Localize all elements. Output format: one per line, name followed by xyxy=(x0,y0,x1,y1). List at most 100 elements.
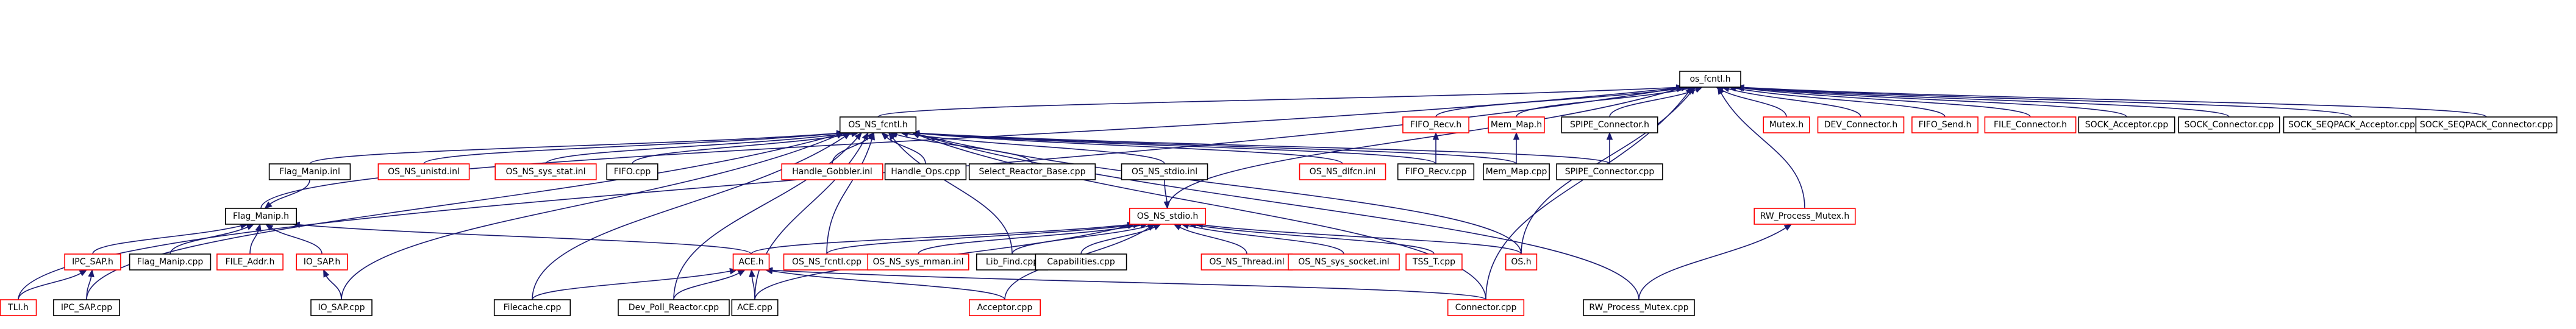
node-os-ns-sys-mman-inl[interactable]: OS_NS_sys_mman.inl xyxy=(867,253,969,271)
node-box[interactable] xyxy=(1561,116,1658,133)
node-file-addr-h[interactable]: FILE_Addr.h xyxy=(216,253,284,271)
node-capabilities-cpp[interactable]: Capabilities.cpp xyxy=(1035,253,1127,271)
node-acceptor-cpp[interactable]: Acceptor.cpp xyxy=(969,299,1041,316)
node-box[interactable] xyxy=(1754,208,1856,225)
node-rw-process-mutex-h[interactable]: RW_Process_Mutex.h xyxy=(1754,208,1856,225)
node-box[interactable] xyxy=(1405,253,1463,271)
node-os-ns-dlfcn-inl[interactable]: OS_NS_dlfcn.inl xyxy=(1299,163,1386,180)
node-box[interactable] xyxy=(53,299,120,316)
node-filecache-cpp[interactable]: Filecache.cpp xyxy=(493,299,571,316)
node-box[interactable] xyxy=(494,163,597,180)
node-box[interactable] xyxy=(1763,116,1810,133)
node-ipc-sap-h[interactable]: IPC_SAP.h xyxy=(64,253,121,271)
node-flag-manip-inl[interactable]: Flag_Manip.inl xyxy=(268,163,351,180)
node-box[interactable] xyxy=(1483,163,1550,180)
node-box[interactable] xyxy=(1397,163,1475,180)
node-box[interactable] xyxy=(839,116,917,133)
node-flag-manip-h[interactable]: Flag_Manip.h xyxy=(224,208,297,225)
node-os-ns-stdio-inl[interactable]: OS_NS_stdio.inl xyxy=(1121,163,1208,180)
node-fifo-recv-h[interactable]: FIFO_Recv.h xyxy=(1402,116,1469,133)
node-box[interactable] xyxy=(224,208,297,225)
node-box[interactable] xyxy=(969,299,1041,316)
node-fifo-send-h[interactable]: FIFO_Send.h xyxy=(1911,116,1978,133)
node-os-ns-sys-socket-inl[interactable]: OS_NS_sys_socket.inl xyxy=(1288,253,1400,271)
node-box[interactable] xyxy=(2415,116,2558,133)
node-tli-h[interactable]: TLI.h xyxy=(0,299,37,316)
node-ace-h[interactable]: ACE.h xyxy=(732,253,770,271)
node-box[interactable] xyxy=(296,253,348,271)
node-box[interactable] xyxy=(1505,253,1538,271)
node-box[interactable] xyxy=(268,163,351,180)
node-box[interactable] xyxy=(129,253,212,271)
node-tss-t-cpp[interactable]: TSS_T.cpp xyxy=(1405,253,1463,271)
node-box[interactable] xyxy=(618,299,730,316)
node-os-ns-thread-inl[interactable]: OS_NS_Thread.inl xyxy=(1201,253,1293,271)
node-flag-manip-cpp[interactable]: Flag_Manip.cpp xyxy=(129,253,212,271)
node-os-ns-fcntl-h[interactable]: OS_NS_fcntl.h xyxy=(839,116,917,133)
node-box[interactable] xyxy=(732,253,770,271)
node-mutex-h[interactable]: Mutex.h xyxy=(1763,116,1810,133)
node-box[interactable] xyxy=(310,299,373,316)
node-box[interactable] xyxy=(2283,116,2421,133)
node-os-fcntl-h[interactable]: os_fcntl.h xyxy=(1679,71,1741,88)
node-box[interactable] xyxy=(1679,71,1741,88)
node-os-h[interactable]: OS.h xyxy=(1505,253,1538,271)
node-ipc-sap-cpp[interactable]: IPC_SAP.cpp xyxy=(53,299,120,316)
node-handle-gobbler-inl[interactable]: Handle_Gobbler.inl xyxy=(781,163,883,180)
node-box[interactable] xyxy=(1583,299,1695,316)
node-os-ns-fcntl-cpp[interactable]: OS_NS_fcntl.cpp xyxy=(783,253,871,271)
node-spipe-connector-cpp[interactable]: SPIPE_Connector.cpp xyxy=(1556,163,1663,180)
node-io-sap-cpp[interactable]: IO_SAP.cpp xyxy=(310,299,373,316)
node-sock-connector-cpp[interactable]: SOCK_Connector.cpp xyxy=(2178,116,2280,133)
node-box[interactable] xyxy=(1984,116,2077,133)
node-fifo-cpp[interactable]: FIFO.cpp xyxy=(606,163,658,180)
node-box[interactable] xyxy=(64,253,121,271)
node-box[interactable] xyxy=(1035,253,1127,271)
node-box[interactable] xyxy=(1402,116,1469,133)
node-os-ns-stdio-h[interactable]: OS_NS_stdio.h xyxy=(1129,208,1207,225)
node-sock-acceptor-cpp[interactable]: SOCK_Acceptor.cpp xyxy=(2078,116,2175,133)
node-io-sap-h[interactable]: IO_SAP.h xyxy=(296,253,348,271)
node-box[interactable] xyxy=(968,163,1096,180)
node-box[interactable] xyxy=(1288,253,1400,271)
node-dev-connector-h[interactable]: DEV_Connector.h xyxy=(1817,116,1905,133)
node-dev-poll-reactor-cpp[interactable]: Dev_Poll_Reactor.cpp xyxy=(618,299,730,316)
node-box[interactable] xyxy=(1488,116,1545,133)
node-label: Mutex.h xyxy=(1769,120,1804,130)
node-box[interactable] xyxy=(1299,163,1386,180)
node-box[interactable] xyxy=(731,299,779,316)
node-rw-process-mutex-cpp[interactable]: RW_Process_Mutex.cpp xyxy=(1583,299,1695,316)
node-box[interactable] xyxy=(493,299,571,316)
arrowhead-icon xyxy=(1783,224,1793,231)
node-os-ns-unistd-inl[interactable]: OS_NS_unistd.inl xyxy=(377,163,470,180)
node-box[interactable] xyxy=(884,163,967,180)
node-fifo-recv-cpp[interactable]: FIFO_Recv.cpp xyxy=(1397,163,1475,180)
node-box[interactable] xyxy=(1447,299,1525,316)
node-box[interactable] xyxy=(2178,116,2280,133)
node-mem-map-cpp[interactable]: Mem_Map.cpp xyxy=(1483,163,1550,180)
node-box[interactable] xyxy=(1556,163,1663,180)
node-box[interactable] xyxy=(867,253,969,271)
node-box[interactable] xyxy=(216,253,284,271)
node-sock-seqpack-connector-cpp[interactable]: SOCK_SEQPACK_Connector.cpp xyxy=(2415,116,2558,133)
node-box[interactable] xyxy=(1201,253,1293,271)
node-handle-ops-cpp[interactable]: Handle_Ops.cpp xyxy=(884,163,967,180)
node-box[interactable] xyxy=(1121,163,1208,180)
node-sock-seqpack-acceptor-cpp[interactable]: SOCK_SEQPACK_Acceptor.cpp xyxy=(2283,116,2421,133)
arrowhead-icon xyxy=(862,132,869,141)
node-box[interactable] xyxy=(2078,116,2175,133)
node-box[interactable] xyxy=(377,163,470,180)
node-os-ns-sys-stat-inl[interactable]: OS_NS_sys_stat.inl xyxy=(494,163,597,180)
node-ace-cpp[interactable]: ACE.cpp xyxy=(731,299,779,316)
node-box[interactable] xyxy=(1817,116,1905,133)
node-box[interactable] xyxy=(606,163,658,180)
node-box[interactable] xyxy=(1129,208,1207,225)
node-box[interactable] xyxy=(0,299,37,316)
node-box[interactable] xyxy=(781,163,883,180)
node-mem-map-h[interactable]: Mem_Map.h xyxy=(1488,116,1545,133)
node-file-connector-h[interactable]: FILE_Connector.h xyxy=(1984,116,2077,133)
node-select-reactor-base-cpp[interactable]: Select_Reactor_Base.cpp xyxy=(968,163,1096,180)
node-connector-cpp[interactable]: Connector.cpp xyxy=(1447,299,1525,316)
node-box[interactable] xyxy=(1911,116,1978,133)
node-spipe-connector-h[interactable]: SPIPE_Connector.h xyxy=(1561,116,1658,133)
